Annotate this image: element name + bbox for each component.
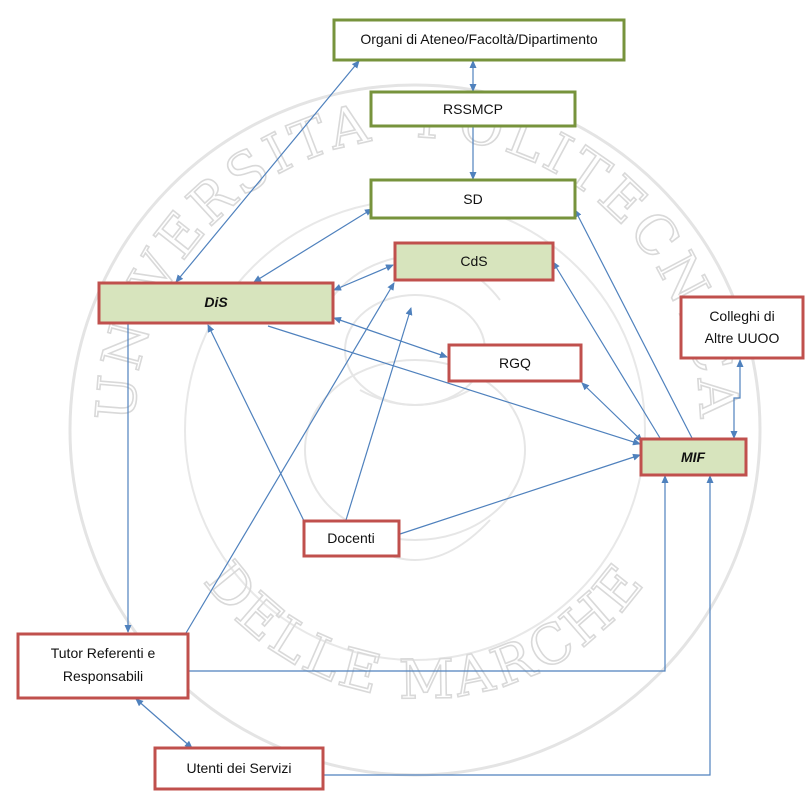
rgq-label: RGQ <box>499 355 531 371</box>
connector-layer <box>124 60 744 776</box>
seal-bottom-text: DELLE MARCHE <box>192 550 657 712</box>
colleghi-label-line-1: Colleghi di <box>709 308 774 324</box>
arrow-docenti-mif <box>399 453 641 535</box>
docenti-box[interactable]: Docenti <box>302 519 401 558</box>
rssmcp-label: RSSMCP <box>443 101 503 117</box>
seal-emblem <box>304 253 526 561</box>
mif-label: MIF <box>681 449 706 465</box>
cds-label: CdS <box>460 253 487 269</box>
organi-box[interactable]: Organi di Ateneo/Facoltà/Dipartimento <box>332 18 626 62</box>
arrow-tutor-cds <box>185 282 395 634</box>
sd-box[interactable]: SD <box>369 178 577 220</box>
colleghi-box[interactable]: Colleghi di Altre UUOO <box>679 295 805 360</box>
arrow-sd-mif <box>574 209 693 439</box>
rgq-box[interactable]: RGQ <box>447 343 583 383</box>
docenti-label: Docenti <box>327 530 374 546</box>
arrow-colleghi-mif <box>730 359 744 439</box>
arrow-dis-docenti <box>207 324 305 522</box>
tutor-box[interactable]: Tutor Referenti e Responsabili <box>16 632 190 700</box>
colleghi-label-line-2: Altre UUOO <box>705 330 780 346</box>
cds-box[interactable]: CdS <box>393 241 555 282</box>
utenti-box[interactable]: Utenti dei Servizi <box>153 746 325 791</box>
arrow-dis-rgq <box>333 316 448 359</box>
arrow-tutor-utenti <box>135 698 193 749</box>
rssmcp-box[interactable]: RSSMCP <box>369 90 577 128</box>
arrow-dis-organi <box>175 60 360 283</box>
node-layer: Organi di Ateneo/Facoltà/Dipartimento RS… <box>16 18 805 791</box>
sd-label: SD <box>463 191 482 207</box>
mif-box[interactable]: MIF <box>639 437 748 477</box>
organi-label: Organi di Ateneo/Facoltà/Dipartimento <box>360 31 598 47</box>
arrow-tutor-mif <box>188 475 669 672</box>
tutor-label-line-1: Tutor Referenti e <box>51 645 156 661</box>
arrow-utenti-mif <box>323 475 714 776</box>
arrow-docenti-cds <box>345 307 413 521</box>
dis-label: DiS <box>204 294 228 310</box>
arrow-dis-mif <box>267 325 641 446</box>
arrow-dis-cds <box>333 264 394 291</box>
arrow-dis-sd <box>253 208 373 283</box>
utenti-label: Utenti dei Servizi <box>186 760 291 776</box>
arrow-rgq-mif <box>581 382 643 442</box>
tutor-label-line-2: Responsabili <box>63 668 143 684</box>
dis-box[interactable]: DiS <box>97 281 335 325</box>
